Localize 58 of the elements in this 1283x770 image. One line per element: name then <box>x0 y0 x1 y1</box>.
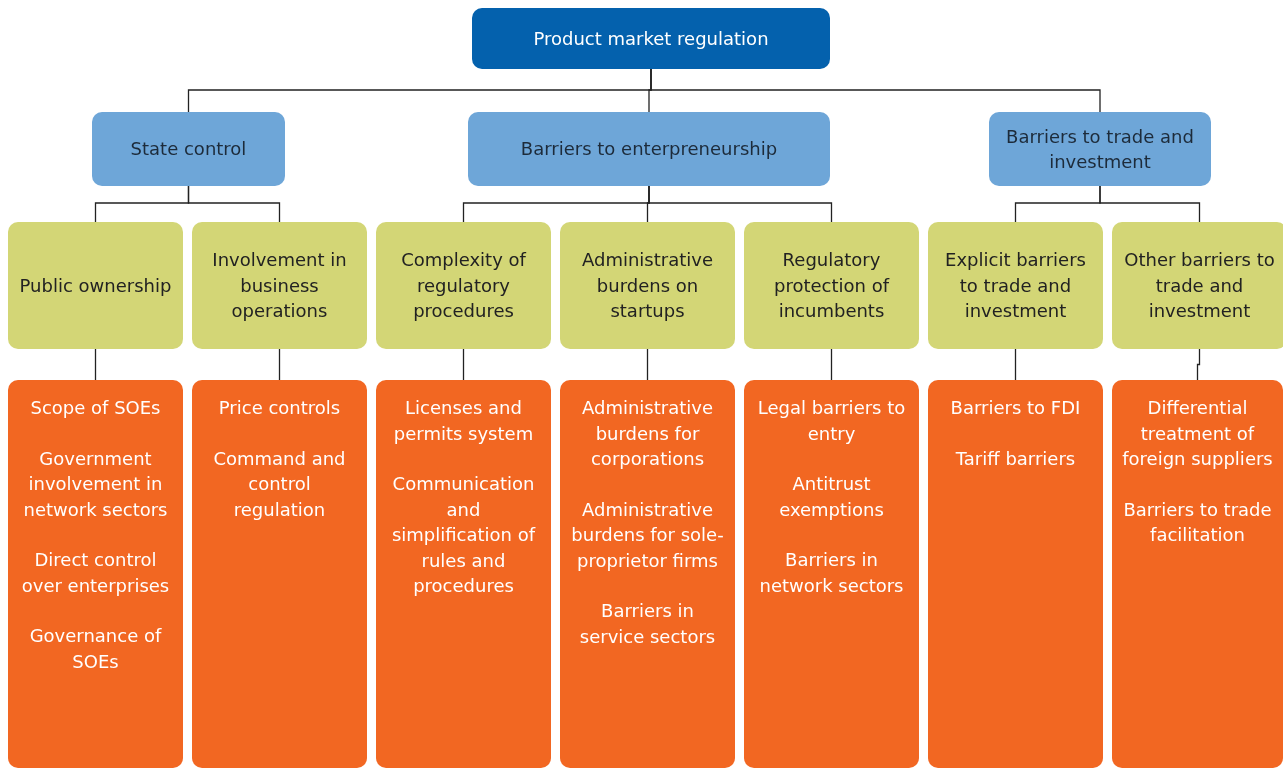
indicator-label: Differential treatment of foreign suppliers <box>1121 396 1274 471</box>
subcategory-label: Administrative burdens on startups <box>581 248 714 324</box>
indicator-box <box>8 380 183 768</box>
title-box <box>472 8 830 69</box>
connector-line <box>187 185 281 223</box>
indicator-label: Barriers to trade facilitation <box>1122 497 1273 547</box>
connector-line <box>1014 348 1017 381</box>
subcategory-box <box>560 222 735 349</box>
connector-line <box>278 348 281 381</box>
connector-line <box>648 185 833 223</box>
connector-line <box>94 348 97 381</box>
indicator-label: Antitrust exemptions <box>778 472 885 522</box>
indicator-label: Governance of SOEs <box>28 624 163 674</box>
indicator-label: Communication and simplification of rules and procedures <box>390 472 537 598</box>
connector-line <box>462 348 465 381</box>
indicator-label: Barriers in service sectors <box>578 599 717 649</box>
subcategory-label: Other barriers to trade and investment <box>1123 248 1276 324</box>
subcategory-label: Involvement in business operations <box>211 248 348 324</box>
category-box <box>989 112 1211 186</box>
indicator-label: Administrative burdens for sole-proprietor firms <box>570 497 725 573</box>
indicator-label: Price controls <box>218 396 341 420</box>
connector-line <box>650 68 1101 113</box>
indicator-label: Command and control regulation <box>212 446 347 522</box>
subcategory-box <box>928 222 1103 349</box>
indicator-label: Licenses and permits system <box>392 396 535 446</box>
subcategory-box <box>8 222 183 349</box>
title-text: Product market regulation <box>533 26 769 51</box>
indicator-label: Administrative burdens for corporations <box>581 396 714 471</box>
subcategory-box <box>744 222 919 349</box>
category-label: State control <box>130 137 247 162</box>
indicator-label: Barriers to FDI <box>950 396 1081 420</box>
indicator-box <box>560 380 735 768</box>
indicator-label: Legal barriers to entry <box>756 396 907 446</box>
indicator-box <box>928 380 1103 768</box>
indicator-box <box>376 380 551 768</box>
subcategory-label: Complexity of regulatory procedures <box>400 248 528 324</box>
subcategory-box <box>376 222 551 349</box>
indicator-label: Government involvement in network sectors <box>22 446 169 522</box>
subcategory-label: Explicit barriers to trade and investment <box>944 248 1087 324</box>
indicator-label: Barriers in network sectors <box>758 548 905 598</box>
indicator-box <box>744 380 919 768</box>
indicator-label: Direct control over enterprises <box>20 548 171 598</box>
connector-line <box>830 348 833 381</box>
connector-line <box>646 348 649 381</box>
connector-line <box>1196 348 1201 381</box>
indicator-box <box>192 380 367 768</box>
subcategory-box <box>1112 222 1283 349</box>
subcategory-label: Public ownership <box>19 273 172 298</box>
connector-line <box>1099 185 1201 223</box>
subcategory-box <box>192 222 367 349</box>
category-label: Barriers to trade and investment <box>1005 124 1195 174</box>
indicator-box <box>1112 380 1283 768</box>
category-box <box>468 112 830 186</box>
category-box <box>92 112 285 186</box>
category-label: Barriers to enterpreneurship <box>520 137 778 162</box>
indicator-label: Scope of SOEs <box>30 396 161 420</box>
indicator-label: Tariff barriers <box>955 446 1076 471</box>
subcategory-label: Regulatory protection of incumbents <box>773 248 891 324</box>
